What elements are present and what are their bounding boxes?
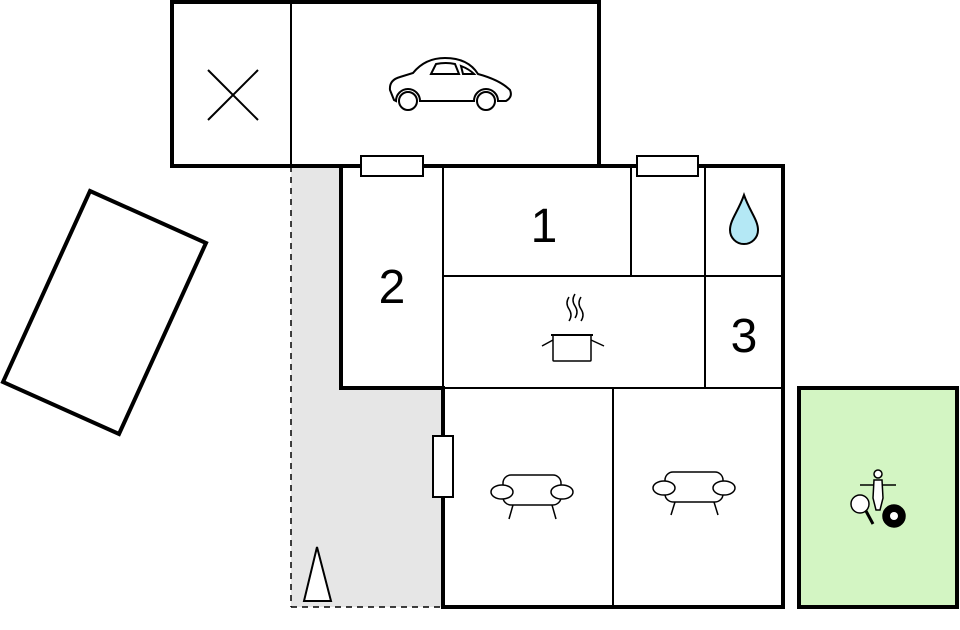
window — [636, 155, 699, 177]
bedroom-2-label: 2 — [379, 261, 406, 314]
car-icon — [388, 56, 512, 111]
cooking-pot-icon — [541, 293, 605, 362]
game-room-icon — [850, 469, 906, 528]
bedroom-3-label: 3 — [731, 310, 758, 363]
garage — [170, 0, 601, 168]
cross-icon — [207, 69, 259, 121]
pool — [0, 188, 209, 437]
bedroom-1-label: 1 — [531, 200, 558, 253]
window — [432, 435, 454, 498]
parasol-icon — [302, 546, 333, 602]
sofa-icon — [652, 471, 736, 516]
game-room — [797, 386, 959, 609]
windows — [360, 155, 699, 498]
sofa-icon — [490, 474, 574, 520]
water-drop-icon — [728, 191, 760, 245]
terrace — [290, 166, 443, 608]
interior-walls — [442, 166, 783, 607]
window — [360, 155, 424, 177]
